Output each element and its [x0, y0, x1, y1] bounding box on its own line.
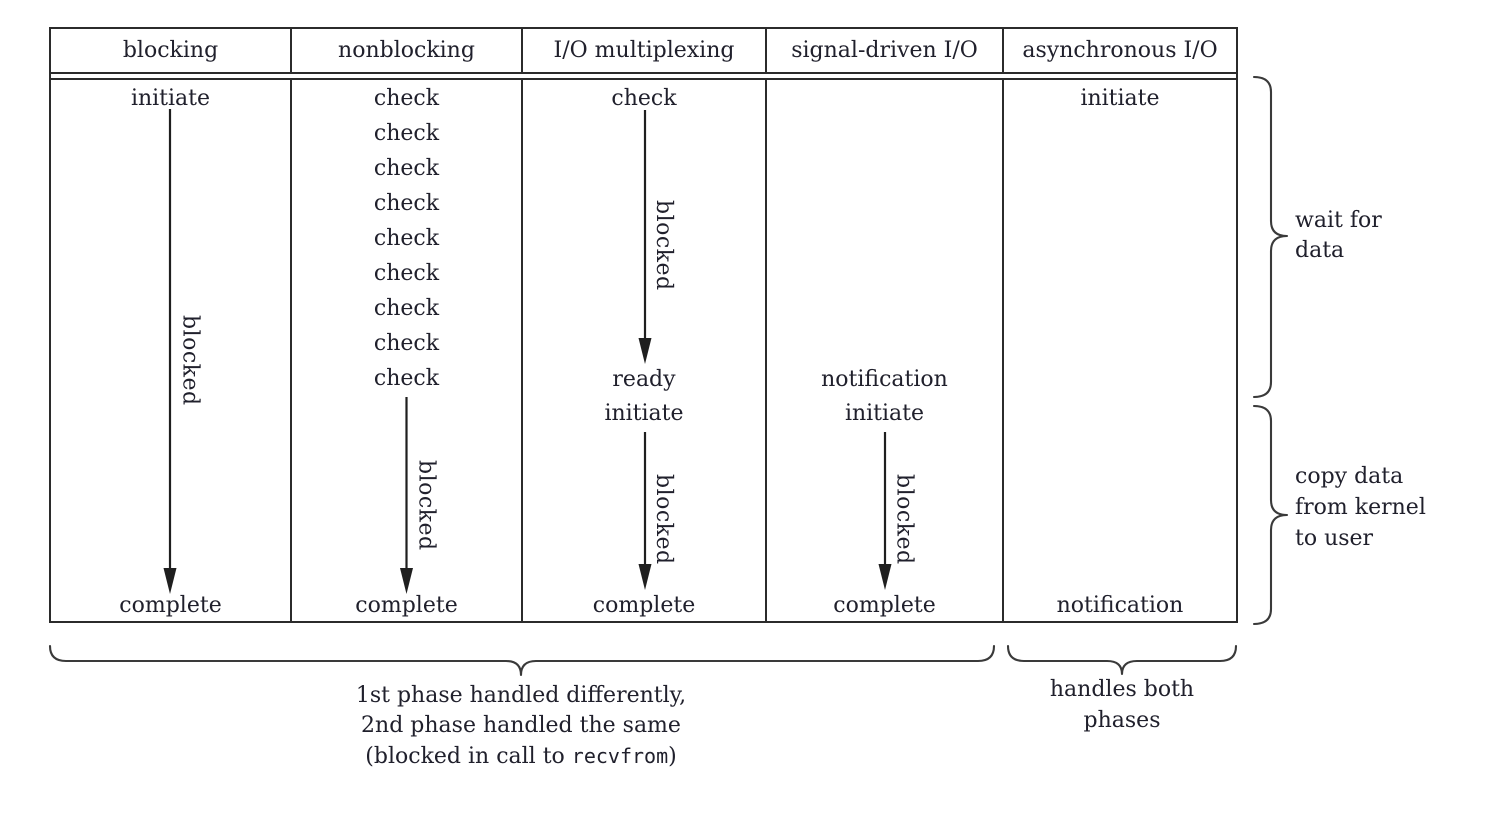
check-label: check	[373, 156, 440, 181]
wait-for-data-note: wait for data	[1295, 206, 1382, 266]
signal-blocked-label: blocked	[891, 474, 917, 565]
caption-line3: (blocked in call to recvfrom)	[171, 741, 871, 772]
signal-notification-label: notification	[821, 367, 948, 392]
wait-for-data-line1: wait for	[1295, 208, 1382, 233]
multiplexing-initiate-label: initiate	[604, 401, 684, 426]
header-signal-driven-io: signal-driven I/O	[767, 29, 1004, 72]
column-nonblocking: check check check check check check chec…	[292, 80, 523, 621]
multiplexing-blocked-copy-label: blocked	[651, 474, 676, 565]
copy-data-brace	[1252, 404, 1289, 626]
signal-complete-label: complete	[833, 593, 936, 618]
copy-data-note: copy data from kernel to user	[1295, 461, 1426, 554]
copy-data-line3: to user	[1295, 526, 1374, 551]
header-io-multiplexing: I/O multiplexing	[523, 29, 767, 72]
first-four-columns-caption: 1st phase handled differently, 2nd phase…	[171, 681, 871, 772]
first-four-columns-brace	[48, 644, 996, 677]
column-blocking: initiate blocked complete	[51, 80, 292, 621]
caption-line2: 2nd phase handled the same	[361, 713, 681, 738]
blocking-initiate-label: initiate	[130, 86, 211, 111]
check-label: check	[373, 121, 440, 146]
check-label: check	[373, 86, 440, 111]
blocking-complete-label: complete	[119, 593, 222, 618]
check-label: check	[373, 191, 440, 216]
check-label: check	[373, 366, 440, 391]
async-initiate-label: initiate	[1080, 86, 1160, 111]
copy-data-line2: from kernel	[1295, 495, 1426, 520]
async-caption-line1: handles both	[1049, 677, 1195, 702]
column-signal-driven: notification initiate blocked complete	[767, 80, 1004, 621]
check-label: check	[373, 261, 440, 286]
header-double-rule	[51, 72, 1236, 80]
multiplexing-complete-label: complete	[592, 593, 696, 618]
header-nonblocking: nonblocking	[292, 29, 523, 72]
async-notification-label: notification	[1056, 593, 1184, 618]
multiplexing-blocked-wait-label: blocked	[651, 200, 676, 291]
check-label: check	[373, 296, 440, 321]
multiplexing-ready-label: ready	[612, 367, 676, 392]
copy-data-line1: copy data	[1295, 464, 1404, 489]
wait-for-data-line2: data	[1295, 238, 1345, 263]
asynchronous-column-brace	[1006, 644, 1238, 676]
table-header-row: blocking nonblocking I/O multiplexing si…	[51, 29, 1236, 72]
io-models-table: blocking nonblocking I/O multiplexing si…	[49, 27, 1238, 623]
async-caption-line2: phases	[1083, 708, 1161, 733]
caption-line1: 1st phase handled differently,	[355, 683, 687, 708]
recvfrom-code-text: recvfrom	[571, 744, 669, 768]
caption-line3-suffix: )	[668, 744, 677, 769]
wait-for-data-brace	[1252, 75, 1289, 399]
check-label: check	[373, 331, 440, 356]
check-label: check	[373, 226, 440, 251]
column-io-multiplexing: check blocked ready initiate blocked com…	[523, 80, 767, 621]
nonblocking-complete-label: complete	[355, 593, 458, 618]
column-asynchronous: initiate notification	[1004, 80, 1236, 621]
table-body-row: initiate blocked complete check check ch…	[51, 80, 1236, 621]
multiplexing-check-label: check	[611, 86, 677, 111]
nonblocking-blocked-label: blocked	[413, 460, 439, 551]
header-blocking: blocking	[51, 29, 292, 72]
signal-initiate-label: initiate	[844, 401, 925, 426]
blocking-blocked-label: blocked	[177, 315, 203, 406]
caption-line3-prefix: (blocked in call to	[365, 744, 572, 769]
header-asynchronous-io: asynchronous I/O	[1022, 38, 1218, 63]
asynchronous-caption: handles both phases	[1002, 674, 1242, 736]
